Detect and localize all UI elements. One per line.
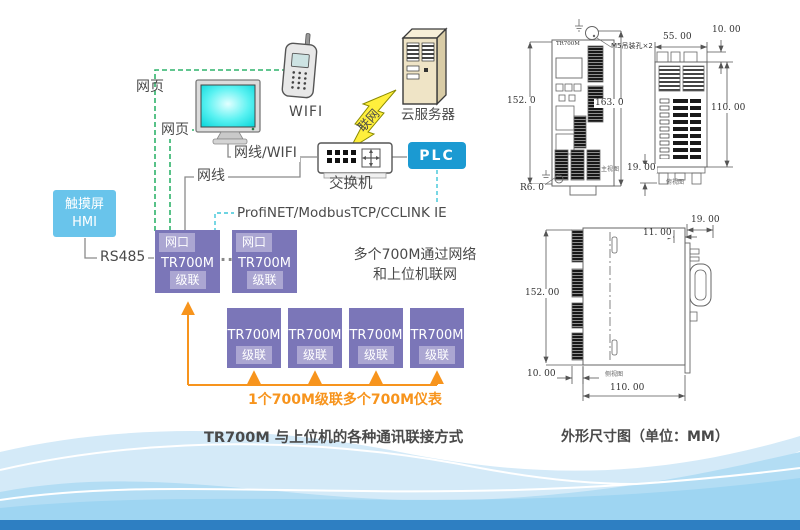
dim-side-depth: 110. 00: [609, 383, 646, 393]
switch-label: 交换机: [329, 176, 373, 192]
bottom-waves: [0, 431, 800, 530]
port-badge: 网口: [159, 233, 195, 252]
device-name: TR700M: [227, 328, 281, 343]
cascade-badge: 级联: [297, 346, 333, 364]
hole-note: M5吊装孔×2: [611, 42, 653, 50]
switch-icon: [317, 142, 393, 179]
webpage-label-top: 网页: [136, 79, 164, 95]
orange-cascade-links: [181, 301, 444, 386]
lan-wifi-label: 网线/WIFI: [231, 145, 300, 162]
tr700m-cascade-box-4: TR700M 级联: [410, 308, 464, 368]
dim-side-rail-offset: 11. 00: [642, 228, 673, 238]
dim-top-width: 55. 00: [662, 32, 693, 42]
port-badge: 网口: [236, 233, 272, 252]
dim-top-connector-height: 19. 00: [626, 163, 657, 173]
wifi-label: WIFI: [289, 104, 324, 120]
dim-side-clip-width: 19. 00: [690, 215, 721, 225]
drawings-caption: 外形尺寸图（单位：MM）: [561, 429, 729, 445]
tr700m-box-1: 网口 TR700M 级联: [155, 230, 220, 293]
tr700m-cascade-box-2: TR700M 级联: [288, 308, 342, 368]
webpage-label-mid: 网页: [158, 122, 192, 139]
network-note: 多个700M通过网络 和上位机联网: [352, 245, 478, 285]
dim-top-height: 110. 00: [710, 103, 747, 113]
dim-side-height: 152. 00: [524, 288, 561, 298]
device-name: TR700M: [160, 256, 214, 271]
front-view-drawing: [527, 19, 624, 196]
phone-icon: [281, 33, 318, 99]
tr700m-cascade-box-3: TR700M 级联: [349, 308, 403, 368]
monitor-icon: [195, 79, 261, 145]
top-view-label: 俯视图: [666, 179, 685, 186]
plc-box: PLC: [408, 142, 466, 169]
lightning-icon: [348, 89, 397, 151]
dim-front-height-body: 152. 0: [506, 96, 537, 106]
tr700m-box-2: 网口 TR700M 级联: [232, 230, 297, 293]
hmi-label-line1: 触摸屏: [64, 196, 104, 212]
protocol-label: ProfiNET/ModbusTCP/CCLINK IE: [234, 205, 450, 222]
dim-side-terminal-depth: 10. 00: [526, 369, 557, 379]
side-view-drawing: [543, 224, 714, 401]
dim-front-height-total: 163. 0: [594, 98, 625, 108]
device-name: TR700M: [410, 328, 464, 343]
cascade-badge: 级联: [358, 346, 394, 364]
plc-label: PLC: [419, 147, 455, 164]
lan-label: 网线: [194, 168, 228, 185]
cascade-badge: 级联: [236, 346, 272, 364]
hmi-label-line2: HMI: [72, 214, 97, 230]
front-view-label: 主视图: [601, 166, 620, 173]
cloud-server-label: 云服务器: [401, 107, 455, 123]
tr700m-cascade-box-1: TR700M 级联: [227, 308, 281, 368]
cascade-badge: 级联: [419, 346, 455, 364]
device-name: TR700M: [288, 328, 342, 343]
hmi-box: 触摸屏 HMI: [53, 190, 116, 237]
network-note-line2: 和上位机联网: [373, 267, 457, 283]
cascade-note: 1个700M级联多个700M仪表: [248, 392, 443, 408]
rs485-label: RS485: [97, 249, 149, 266]
device-name: TR700M: [349, 328, 403, 343]
cloud-server-icon: [401, 27, 448, 106]
dim-top-offset: 10. 00: [711, 25, 742, 35]
cascade-badge: 级联: [246, 271, 283, 289]
dim-front-corner-radius: R6. 0: [519, 183, 545, 193]
cascade-badge: 级联: [169, 271, 206, 289]
device-name: TR700M: [237, 256, 291, 271]
network-note-line1: 多个700M通过网络: [353, 247, 477, 263]
front-view-title: TR700M: [556, 41, 580, 47]
side-view-label: 侧视图: [605, 371, 624, 378]
topology-caption: TR700M 与上位机的各种通讯联接方式: [204, 430, 464, 446]
